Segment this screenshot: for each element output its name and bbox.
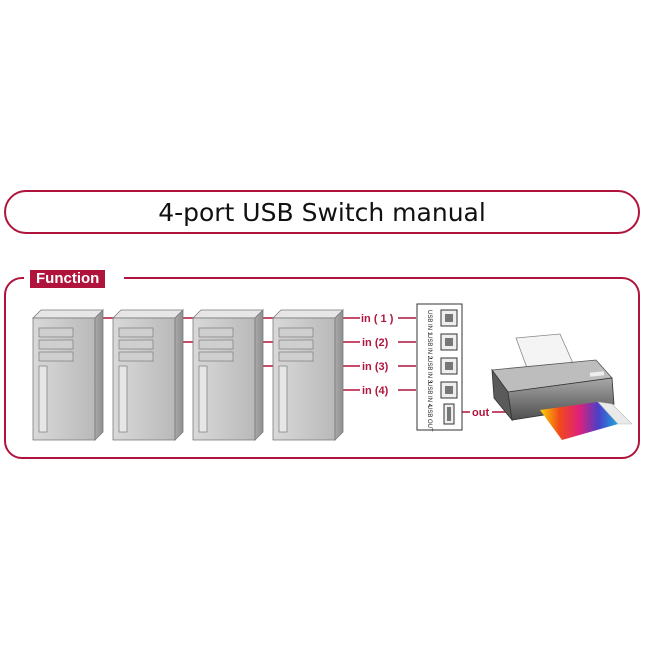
input-label-3: in (3) [362, 361, 389, 373]
usb-b-port-icon [440, 381, 458, 399]
function-section-label: Function [30, 270, 106, 288]
input-label-2: in (2) [362, 337, 389, 349]
port-text-in-2: USB IN 2 [426, 334, 432, 360]
port-text-in-4: USB IN 4 [426, 382, 432, 408]
title-banner: 4-port USB Switch manual [4, 190, 640, 234]
input-label-4: in (4) [362, 385, 389, 397]
computer-tower-3 [192, 309, 264, 441]
usb-b-port-icon [440, 309, 458, 327]
port-text-out: USB OUT [426, 405, 432, 432]
page-title: 4-port USB Switch manual [158, 197, 486, 227]
input-label-1: in ( 1 ) [361, 313, 394, 325]
computer-tower-4 [272, 309, 344, 441]
function-panel [4, 277, 640, 459]
usb-switch-panel: USB IN 1 USB IN 2 USB IN 3 USB IN 4 USB … [416, 303, 463, 432]
port-text-in-1: USB IN 1 [426, 310, 432, 336]
usb-b-port-icon [440, 333, 458, 351]
usb-a-port-icon [443, 403, 455, 425]
computer-tower-2 [112, 309, 184, 441]
output-label: out [472, 407, 489, 419]
port-text-in-3: USB IN 3 [426, 358, 432, 384]
computer-tower-1 [32, 309, 104, 441]
usb-b-port-icon [440, 357, 458, 375]
printer-icon [491, 333, 633, 440]
